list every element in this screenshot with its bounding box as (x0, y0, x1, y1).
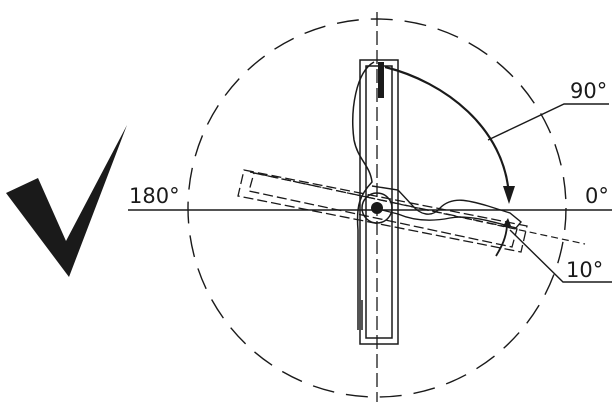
tilt-arrow (495, 225, 508, 257)
checkmark-icon (6, 125, 127, 277)
tilted-device-outline (237, 169, 528, 253)
label-10-leader (509, 229, 612, 283)
folded-lid (371, 185, 522, 229)
hinge-pivot-outer (361, 192, 393, 224)
rotation-arc (384, 65, 511, 197)
upright-device-edge (378, 62, 384, 98)
tilt-arrowhead (503, 218, 511, 226)
rotation-arc-arrowhead (503, 186, 515, 204)
label-180-degrees: 180° (129, 184, 180, 208)
tilt-reference-line (249, 171, 586, 245)
hinge-pivot-inner (371, 202, 383, 214)
label-90-degrees: 90° (570, 79, 607, 103)
label-90-leader (487, 103, 609, 141)
label-10-degrees: 10° (566, 258, 603, 282)
label-0-degrees: 0° (585, 184, 609, 208)
